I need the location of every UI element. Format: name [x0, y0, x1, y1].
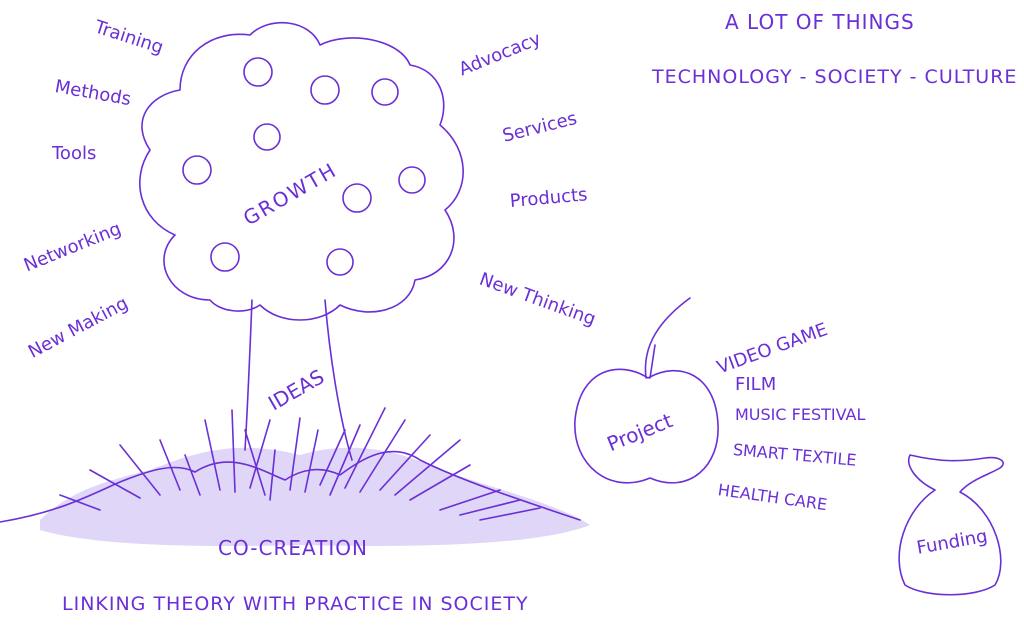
- header-line-2: TECHNOLOGY - SOCIETY - CULTURE: [652, 66, 1018, 88]
- header-line-1: A LOT OF THINGS: [725, 10, 915, 34]
- tree-fruits: [182, 57, 426, 276]
- tree-crown: [139, 21, 464, 321]
- label-tools: Tools: [52, 143, 97, 164]
- tree-trunk: [244, 299, 353, 461]
- money-bag-shape: [898, 454, 1004, 596]
- project-item-music-festival: MUSIC FESTIVAL: [735, 405, 866, 424]
- ground-label: CO-CREATION: [218, 536, 368, 560]
- footer-caption: LINKING THEORY WITH PRACTICE IN SOCIETY: [62, 593, 529, 615]
- project-item-film: FILM: [735, 374, 777, 395]
- grass-blades: [59, 407, 541, 521]
- ground-mound: [0, 447, 590, 547]
- apple-shape: [574, 297, 719, 484]
